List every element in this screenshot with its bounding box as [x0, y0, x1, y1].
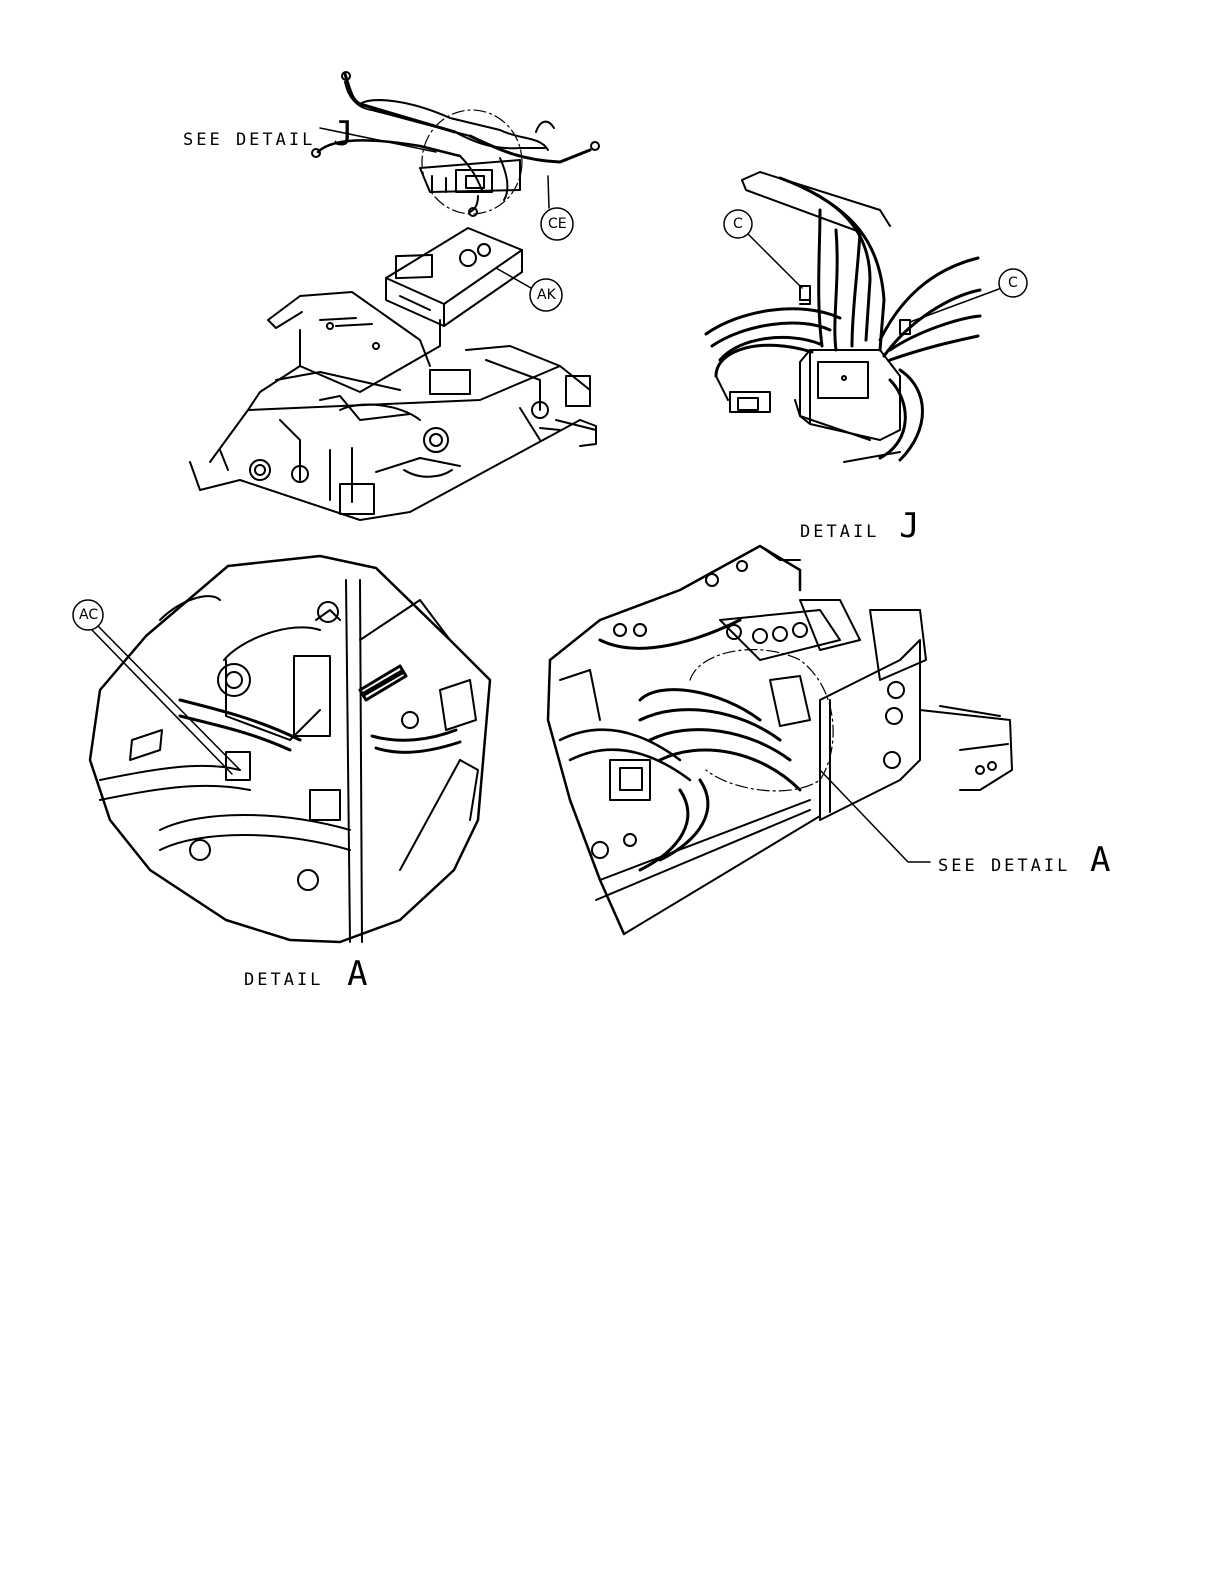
balloon-c-left-label: C [733, 216, 743, 232]
balloon-ce-label: CE [548, 216, 567, 232]
balloon-ak-label: AK [537, 287, 556, 303]
detail-j-drawing [706, 172, 980, 462]
chassis-assembly [190, 292, 596, 520]
balloon-ac-label: AC [79, 607, 98, 623]
detail-a-drawing [90, 556, 490, 942]
detail-a-source-view [548, 546, 1012, 934]
wire-harness [312, 72, 599, 216]
controller-module [386, 228, 522, 326]
balloon-c-right-label: C [1008, 275, 1018, 291]
detail-a-marker-circle [690, 650, 833, 791]
